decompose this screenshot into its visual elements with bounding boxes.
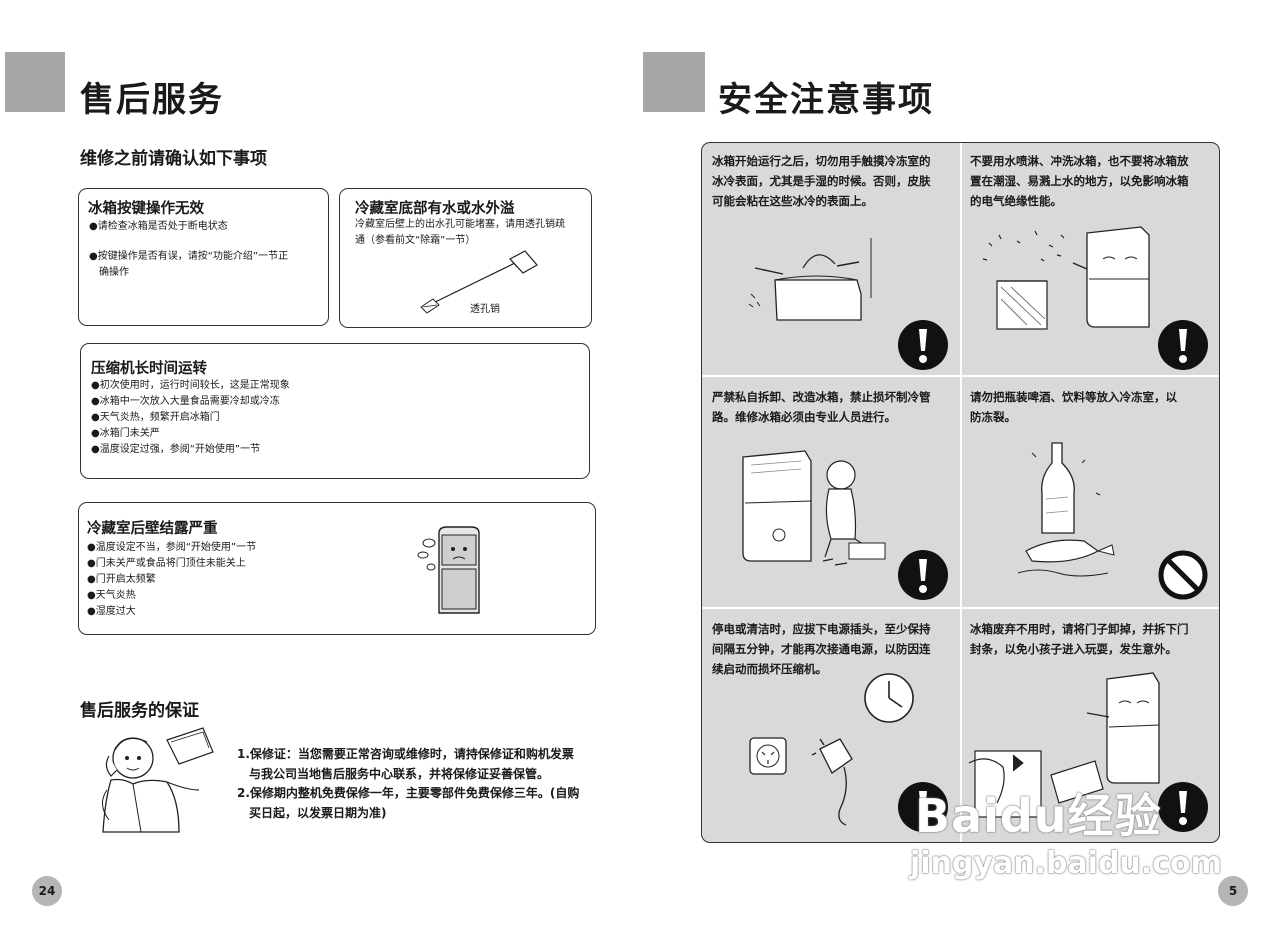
- warranty-line: 与我公司当地售后服务中心联系，并将保修证妥善保管。: [249, 766, 550, 781]
- safety-line: 冰冷表面，尤其是手湿的时候。否则，皮肤: [712, 174, 931, 188]
- grid-divider: [702, 607, 1219, 609]
- watermark-brand: Baidu经验: [915, 789, 1162, 843]
- safety-line: 可能会粘在这些冰冷的表面上。: [712, 194, 873, 208]
- issue-line: ●湿度过大: [87, 606, 136, 617]
- safety-cell-text: 请勿把瓶装啤酒、饮料等放入冷冻室，以 防冻裂。: [970, 387, 1177, 427]
- right-page-number: 5: [1218, 876, 1248, 906]
- issue-box-buttons: 冰箱按键操作无效 ●请检查冰箱是否处于断电状态 ●按键操作是否有误，请按“功能介…: [78, 188, 329, 326]
- issue-lines: ●请检查冰箱是否处于断电状态 ●按键操作是否有误，请按“功能介绍”一节正 确操作: [89, 219, 288, 281]
- touch-freezer-illustration: [748, 238, 872, 321]
- exclamation-warning-icon: [1158, 320, 1208, 370]
- issue-line: ●温度设定不当，参阅“开始使用”一节: [87, 542, 257, 553]
- watermark-url: jingyan.baidu.com: [910, 846, 1222, 881]
- issue-line: ●初次使用时，运行时间较长，这是正常现象: [91, 380, 290, 391]
- issue-line: ●冰箱中一次放入大量食品需要冷却或冷冻: [91, 396, 280, 407]
- clock-icon: [864, 673, 914, 723]
- left-header-block: [5, 52, 65, 112]
- issue-title: 冰箱按键操作无效: [88, 201, 204, 217]
- safety-line: 冰箱开始运行之后，切勿用手触摸冷冻室的: [712, 154, 931, 168]
- right-page-title: 安全注意事项: [718, 80, 934, 120]
- safety-line: 冰箱废弃不用时，请将门子卸掉，并拆下门: [970, 622, 1189, 636]
- safety-line: 请勿把瓶装啤酒、饮料等放入冷冻室，以: [970, 390, 1177, 404]
- safety-line: 路。维修冰箱必须由专业人员进行。: [712, 410, 896, 424]
- exclamation-warning-icon: [898, 320, 948, 370]
- service-agent-illustration: [102, 727, 214, 833]
- issue-line: ●天气炎热，频繁开启冰箱门: [91, 412, 220, 423]
- issue-line: ●请检查冰箱是否处于断电状态: [89, 221, 228, 232]
- power-plug-icon: [811, 738, 853, 826]
- sweating-fridge-illustration: [417, 526, 480, 614]
- safety-cell-text: 冰箱开始运行之后，切勿用手触摸冷冻室的 冰冷表面，尤其是手湿的时候。否则，皮肤 …: [712, 151, 931, 211]
- issue-lines: 冷藏室后壁上的出水孔可能堵塞，请用透孔销疏 通（参看前文“除霜”一节）: [355, 217, 565, 249]
- right-header-block: [643, 52, 705, 112]
- issue-line: ●门未关严或食品将门顶住未能关上: [87, 558, 246, 569]
- issue-line: 确操作: [99, 267, 129, 278]
- exclamation-warning-icon: [898, 782, 948, 832]
- discarded-fridge-illustration: [968, 672, 1160, 818]
- safety-line: 防冻裂。: [970, 410, 1016, 424]
- issue-title: 冷藏室底部有水或水外溢: [355, 201, 515, 217]
- issue-line: ●按键操作是否有误，请按“功能介绍”一节正: [89, 251, 289, 262]
- safety-line: 封条，以免小孩子进入玩耍，发生意外。: [970, 642, 1177, 656]
- power-outlet-icon: [749, 737, 787, 775]
- issue-line: ●温度设定过强，参阅“开始使用”一节: [91, 444, 261, 455]
- drain-tool-illustration: [420, 250, 538, 314]
- issue-line: ●门开启太频繁: [87, 574, 156, 585]
- warranty-line: 1.保修证：当您需要正常咨询或维修时，请持保修证和购机发票: [237, 747, 574, 761]
- issue-line: 通（参看前文“除霜”一节）: [355, 235, 476, 246]
- issue-box-water: 冷藏室底部有水或水外溢 冷藏室后壁上的出水孔可能堵塞，请用透孔销疏 通（参看前文…: [339, 188, 592, 328]
- safety-line: 续启动而损坏压缩机。: [712, 662, 827, 676]
- issue-lines: ●温度设定不当，参阅“开始使用”一节 ●门未关严或食品将门顶住未能关上 ●门开启…: [87, 540, 256, 620]
- safety-cell-text: 冰箱废弃不用时，请将门子卸掉，并拆下门 封条，以免小孩子进入玩耍，发生意外。: [970, 619, 1189, 659]
- broken-bottle-illustration: [1017, 442, 1115, 577]
- issue-line: ●天气炎热: [87, 590, 136, 601]
- grid-divider: [702, 375, 1219, 377]
- issue-line: 冷藏室后壁上的出水孔可能堵塞，请用透孔销疏: [355, 219, 565, 230]
- safety-line: 间隔五分钟，才能再次接通电源，以防因连: [712, 642, 931, 656]
- warranty-text: 1.保修证：当您需要正常咨询或维修时，请持保修证和购机发票 与我公司当地售后服务…: [237, 745, 579, 823]
- safety-line: 停电或清洁时，应拔下电源插头，至少保持: [712, 622, 931, 636]
- safety-cell-text: 不要用水喷淋、冲洗冰箱，也不要将冰箱放 置在潮湿、易溅上水的地方，以免影响冰箱 …: [970, 151, 1189, 211]
- left-page-subtitle: 维修之前请确认如下事项: [80, 149, 267, 169]
- safety-line: 不要用水喷淋、冲洗冰箱，也不要将冰箱放: [970, 154, 1189, 168]
- issue-box-compressor: 压缩机长时间运转 ●初次使用时，运行时间较长，这是正常现象 ●冰箱中一次放入大量…: [80, 343, 590, 479]
- left-page-title: 售后服务: [80, 80, 224, 120]
- disassembly-illustration: [742, 450, 886, 566]
- safety-grid: 冰箱开始运行之后，切勿用手触摸冷冻室的 冰冷表面，尤其是手湿的时候。否则，皮肤 …: [701, 142, 1220, 843]
- safety-line: 严禁私自拆卸、改造冰箱，禁止损坏制冷管: [712, 390, 931, 404]
- issue-title: 压缩机长时间运转: [91, 361, 207, 377]
- issue-title: 冷藏室后壁结露严重: [87, 521, 218, 537]
- warranty-line: 买日起，以发票日期为准): [249, 805, 387, 820]
- prohibition-icon: [1158, 550, 1208, 600]
- issue-line: ●冰箱门未关严: [91, 428, 160, 439]
- safety-line: 置在潮湿、易溅上水的地方，以免影响冰箱: [970, 174, 1189, 188]
- safety-cell-text: 停电或清洁时，应拔下电源插头，至少保持 间隔五分钟，才能再次接通电源，以防因连 …: [712, 619, 931, 679]
- warranty-line: 2.保修期内整机免费保修一年，主要零部件免费保修三年。(自购: [237, 786, 580, 800]
- issue-box-condensation: 冷藏室后壁结露严重 ●温度设定不当，参阅“开始使用”一节 ●门未关严或食品将门顶…: [78, 502, 596, 635]
- exclamation-warning-icon: [898, 550, 948, 600]
- left-page-number: 24: [32, 876, 62, 906]
- safety-cell-text: 严禁私自拆卸、改造冰箱，禁止损坏制冷管 路。维修冰箱必须由专业人员进行。: [712, 387, 931, 427]
- water-spray-illustration: [982, 226, 1150, 330]
- safety-line: 的电气绝缘性能。: [970, 194, 1062, 208]
- grid-divider: [960, 143, 962, 842]
- drain-tool-label: 透孔销: [470, 304, 500, 315]
- issue-lines: ●初次使用时，运行时间较长，这是正常现象 ●冰箱中一次放入大量食品需要冷却或冷冻…: [91, 378, 290, 458]
- exclamation-warning-icon: [1158, 782, 1208, 832]
- warranty-title: 售后服务的保证: [80, 701, 199, 721]
